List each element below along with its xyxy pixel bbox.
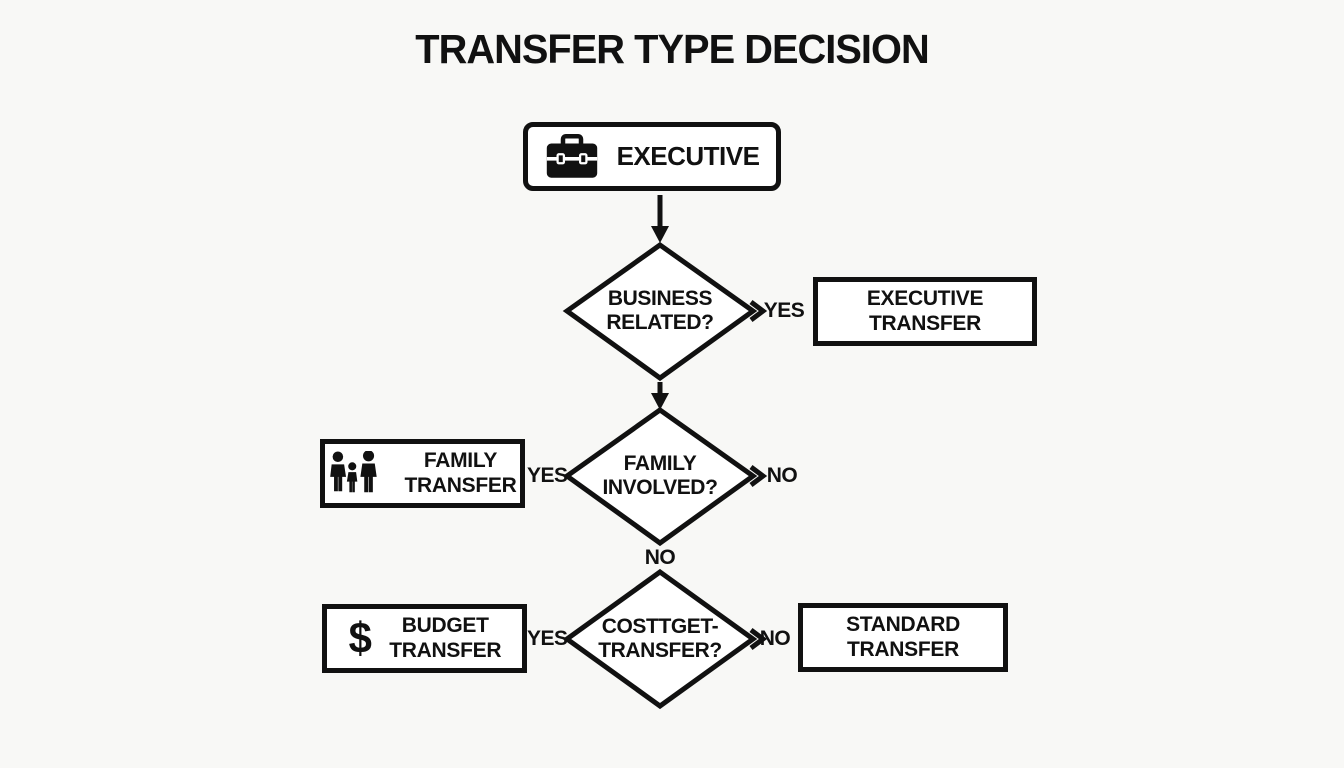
- arrow-down-1: [651, 195, 669, 243]
- budget-transfer-label: BUDGET TRANSFER: [389, 614, 502, 662]
- edge-label-d3-no: NO: [759, 627, 791, 650]
- edge-label-d3-yes: YES: [527, 627, 568, 650]
- decision1-label: BUSINESS RELATED?: [606, 286, 714, 334]
- start-node-label: EXECUTIVE: [616, 140, 760, 171]
- arrow-down-2: [651, 382, 669, 410]
- edge-label-d1-yes: YES: [763, 299, 805, 322]
- edge-label-d2-no-down: NO: [644, 546, 676, 569]
- dollar-icon: $: [348, 613, 371, 663]
- family-icon: [329, 450, 387, 497]
- edge-label-d2-yes: YES: [527, 464, 568, 487]
- start-node-executive: EXECUTIVE: [523, 122, 781, 191]
- arrowhead-d1-yes: [749, 300, 768, 322]
- arrowhead-d3-no: [749, 628, 768, 650]
- executive-transfer-label: EXECUTIVE TRANSFER: [866, 287, 984, 335]
- family-transfer-label: FAMILY TRANSFER: [404, 449, 517, 497]
- briefcase-icon: [545, 133, 599, 180]
- standard-transfer-label: STANDARD TRANSFER: [846, 613, 960, 661]
- edge-label-d2-no: NO: [766, 464, 798, 487]
- decision3-label: COSTTGET- TRANSFER?: [598, 614, 722, 662]
- decision2-diamond: [562, 406, 758, 547]
- decision2-label: FAMILY INVOLVED?: [602, 451, 718, 499]
- family-transfer-node: FAMILY TRANSFER: [320, 439, 525, 508]
- page-title: TRANSFER TYPE DECISION: [415, 26, 929, 72]
- standard-transfer-node: STANDARD TRANSFER: [798, 603, 1008, 672]
- arrowhead-d2-no: [749, 465, 768, 487]
- budget-transfer-node: $ BUDGET TRANSFER: [322, 604, 527, 673]
- decision1-diamond: [562, 241, 758, 382]
- decision3-diamond: [562, 568, 758, 710]
- executive-transfer-node: EXECUTIVE TRANSFER: [813, 277, 1037, 346]
